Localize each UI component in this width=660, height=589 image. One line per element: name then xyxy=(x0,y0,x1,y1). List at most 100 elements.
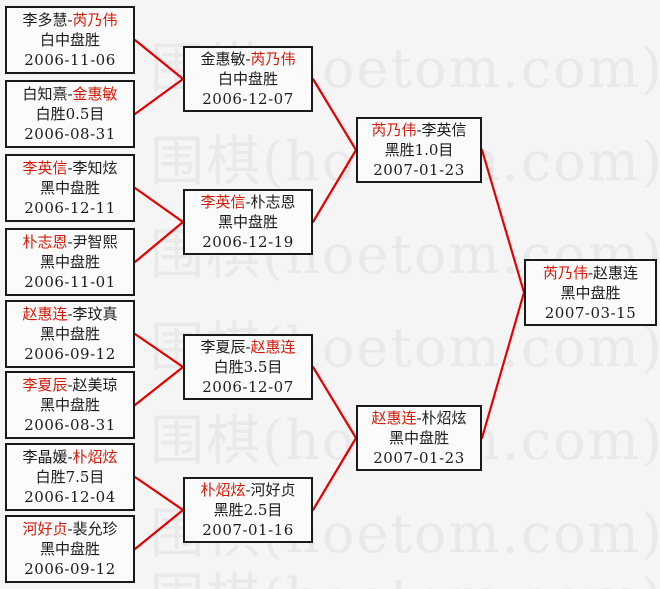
player-name: 李英信 xyxy=(421,121,467,139)
name-separator: - xyxy=(245,193,251,211)
match-result: 黑中盘胜 xyxy=(39,253,100,271)
match-date: 2006-12-11 xyxy=(24,199,116,217)
name-separator: - xyxy=(245,481,251,499)
match-date: 2006-12-04 xyxy=(24,488,116,506)
match-date: 2007-01-16 xyxy=(202,521,294,539)
name-separator: - xyxy=(587,263,594,282)
match-date: 2006-09-12 xyxy=(24,345,116,363)
match-result: 黑中盘胜 xyxy=(560,283,621,302)
winner-name: 朴志恩 xyxy=(22,233,68,251)
name-separator: - xyxy=(245,338,251,356)
match-result: 白胜7.5目 xyxy=(35,468,105,486)
winner-name: 朴炤炫 xyxy=(72,448,118,466)
name-separator: - xyxy=(67,520,73,538)
name-separator: - xyxy=(245,50,251,68)
players-line: 赵惠连-朴炤炫 xyxy=(358,408,480,428)
player-name: 李夏辰 xyxy=(200,338,246,356)
match-date: 2006-12-19 xyxy=(202,233,294,251)
winner-name: 金惠敏 xyxy=(72,85,118,103)
match-result: 黑中盘胜 xyxy=(39,325,100,343)
match-result: 白中盘胜 xyxy=(39,31,100,49)
match-date: 2007-01-23 xyxy=(373,449,465,467)
name-separator: - xyxy=(67,376,73,394)
player-name: 朴志恩 xyxy=(250,193,296,211)
winner-name: 芮乃伟 xyxy=(250,50,296,68)
name-separator: - xyxy=(416,409,422,427)
players-line: 李夏辰-赵美琼 xyxy=(7,375,133,395)
players-line: 芮乃伟-赵惠连 xyxy=(526,263,655,283)
winner-name: 赵惠连 xyxy=(22,305,68,323)
name-separator: - xyxy=(416,121,422,139)
name-separator: - xyxy=(67,448,73,466)
match-date: 2007-01-23 xyxy=(373,161,465,179)
winner-name: 芮乃伟 xyxy=(371,121,417,139)
name-separator: - xyxy=(67,11,73,29)
match-result: 黑中盘胜 xyxy=(39,540,100,558)
connector-line xyxy=(133,186,185,224)
match-result: 黑胜1.0目 xyxy=(384,141,454,159)
player-name: 河好贞 xyxy=(250,481,296,499)
player-name: 金惠敏 xyxy=(200,50,246,68)
match-result: 黑胜2.5目 xyxy=(213,501,283,519)
winner-name: 李夏辰 xyxy=(22,376,68,394)
match-date: 2007-03-15 xyxy=(544,303,637,322)
players-line: 李英信-李知炫 xyxy=(7,158,133,178)
players-line: 芮乃伟-李英信 xyxy=(358,120,480,140)
match-result: 黑中盘胜 xyxy=(388,429,449,447)
winner-name: 河好贞 xyxy=(22,520,68,538)
name-separator: - xyxy=(67,305,73,323)
player-name: 李玟真 xyxy=(72,305,118,323)
player-name: 赵惠连 xyxy=(593,263,639,282)
player-name: 白知熹 xyxy=(22,85,68,103)
match-result: 黑中盘胜 xyxy=(217,213,278,231)
players-line: 李英信-朴志恩 xyxy=(185,192,311,212)
name-separator: - xyxy=(67,233,73,251)
player-name: 尹智熙 xyxy=(72,233,118,251)
player-name: 裴允珍 xyxy=(72,520,118,538)
player-name: 李知炫 xyxy=(72,159,118,177)
players-line: 河好贞-裴允珍 xyxy=(7,519,133,539)
match-result: 黑中盘胜 xyxy=(39,179,100,197)
match-date: 2006-12-07 xyxy=(202,378,294,396)
player-name: 李晶媛 xyxy=(22,448,68,466)
winner-name: 芮乃伟 xyxy=(72,11,118,29)
name-separator: - xyxy=(67,159,73,177)
match-date: 2006-08-31 xyxy=(24,125,116,143)
winner-name: 赵惠连 xyxy=(371,409,417,427)
players-line: 李晶媛-朴炤炫 xyxy=(7,447,133,467)
players-line: 李夏辰-赵惠连 xyxy=(185,337,311,357)
winner-name: 李英信 xyxy=(200,193,246,211)
player-name: 赵美琼 xyxy=(72,376,118,394)
players-line: 朴炤炫-河好贞 xyxy=(185,480,311,500)
match-result: 白胜0.5目 xyxy=(35,105,105,123)
players-line: 赵惠连-李玟真 xyxy=(7,304,133,324)
match-date: 2006-09-12 xyxy=(24,560,116,578)
name-separator: - xyxy=(67,85,73,103)
players-line: 金惠敏-芮乃伟 xyxy=(185,49,311,69)
player-name: 朴炤炫 xyxy=(421,409,467,427)
winner-name: 赵惠连 xyxy=(250,338,296,356)
match-result: 白胜3.5目 xyxy=(213,358,283,376)
players-line: 白知熹-金惠敏 xyxy=(7,84,133,104)
winner-name: 李英信 xyxy=(22,159,68,177)
players-line: 李多慧-芮乃伟 xyxy=(7,10,133,30)
match-date: 2006-08-31 xyxy=(24,416,116,434)
winner-name: 朴炤炫 xyxy=(200,481,246,499)
player-name: 李多慧 xyxy=(22,11,68,29)
winner-name: 芮乃伟 xyxy=(542,263,588,282)
match-date: 2006-11-06 xyxy=(24,51,116,69)
